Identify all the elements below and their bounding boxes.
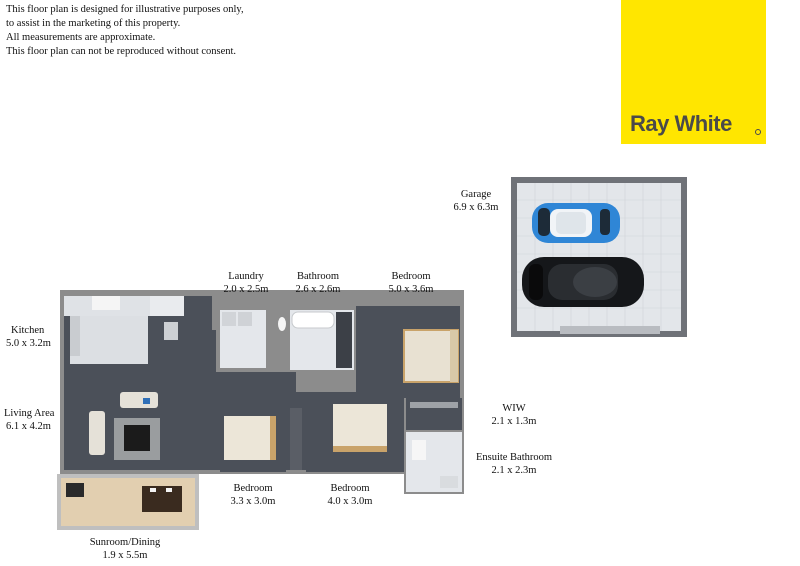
room-name: Living Area — [4, 408, 55, 419]
laundry-area — [216, 306, 268, 370]
room-size: 2.1 x 2.3m — [491, 465, 537, 476]
room-label-master-bedroom: Bedroom 5.0 x 3.6m — [389, 270, 434, 296]
bathroom-area — [278, 306, 356, 372]
room-name: Bedroom — [391, 271, 431, 282]
bedroom-3-area — [290, 402, 404, 472]
disclaimer-line-3: All measurements are approximate. — [6, 32, 156, 43]
disclaimer-line-4: This floor plan can not be reproduced wi… — [6, 46, 237, 57]
disclaimer-line-2: to assist in the marketing of this prope… — [6, 18, 181, 29]
room-size: 2.1 x 1.3m — [491, 416, 537, 427]
room-label-bedroom-3: Bedroom 4.0 x 3.0m — [328, 482, 373, 508]
room-size: 6.1 x 4.2m — [6, 421, 51, 432]
room-name: Ensuite Bathroom — [475, 452, 553, 463]
room-label-kitchen: Kitchen 5.0 x 3.2m — [6, 324, 51, 350]
disclaimer: This floor plan is designed for illustra… — [6, 3, 244, 59]
room-label-laundry: Laundry 2.0 x 2.5m — [224, 270, 269, 296]
room-name: Kitchen — [11, 325, 45, 336]
room-name: Bathroom — [296, 271, 339, 282]
room-size: 6.9 x 6.3m — [453, 202, 499, 213]
room-label-bedroom-2: Bedroom 3.3 x 3.0m — [231, 482, 276, 508]
room-label-ensuite: Ensuite Bathroom 2.1 x 2.3m — [476, 451, 552, 477]
kitchen-area — [64, 296, 184, 364]
registered-mark-icon — [755, 129, 761, 135]
living-furniture — [89, 392, 160, 460]
room-size: 3.3 x 3.0m — [230, 496, 276, 507]
room-size: 2.0 x 2.5m — [223, 284, 269, 295]
room-name: Sunroom/Dining — [89, 537, 161, 548]
room-size: 5.0 x 3.2m — [6, 338, 51, 349]
master-bedroom-area — [356, 306, 460, 398]
room-name: Laundry — [228, 271, 264, 282]
room-name: Bedroom — [233, 483, 273, 494]
room-name: Garage — [460, 189, 492, 200]
room-size: 4.0 x 3.0m — [327, 496, 373, 507]
disclaimer-line-1: This floor plan is designed for illustra… — [6, 4, 244, 15]
room-size: 1.9 x 5.5m — [102, 550, 148, 561]
ray-white-logo: Ray White — [621, 0, 766, 144]
room-size: 2.6 x 2.6m — [295, 284, 341, 295]
room-name: Bedroom — [330, 483, 370, 494]
room-size: 5.0 x 3.6m — [388, 284, 434, 295]
room-name: WIW — [502, 403, 526, 414]
sunroom-area — [61, 478, 195, 526]
ensuite-area — [406, 432, 462, 492]
room-label-garage: Garage 6.9 x 6.3m — [454, 188, 499, 214]
black-car-icon — [522, 257, 644, 307]
wiw-area — [406, 398, 462, 430]
brand-name: Ray White — [630, 111, 732, 136]
blue-car-icon — [532, 203, 620, 243]
room-label-bathroom: Bathroom 2.6 x 2.6m — [296, 270, 341, 296]
bedroom-2-area — [220, 402, 286, 472]
room-label-wiw: WIW 2.1 x 1.3m — [492, 402, 537, 428]
room-label-living: Living Area 6.1 x 4.2m — [4, 407, 54, 433]
room-label-sunroom: Sunroom/Dining 1.9 x 5.5m — [90, 536, 161, 562]
